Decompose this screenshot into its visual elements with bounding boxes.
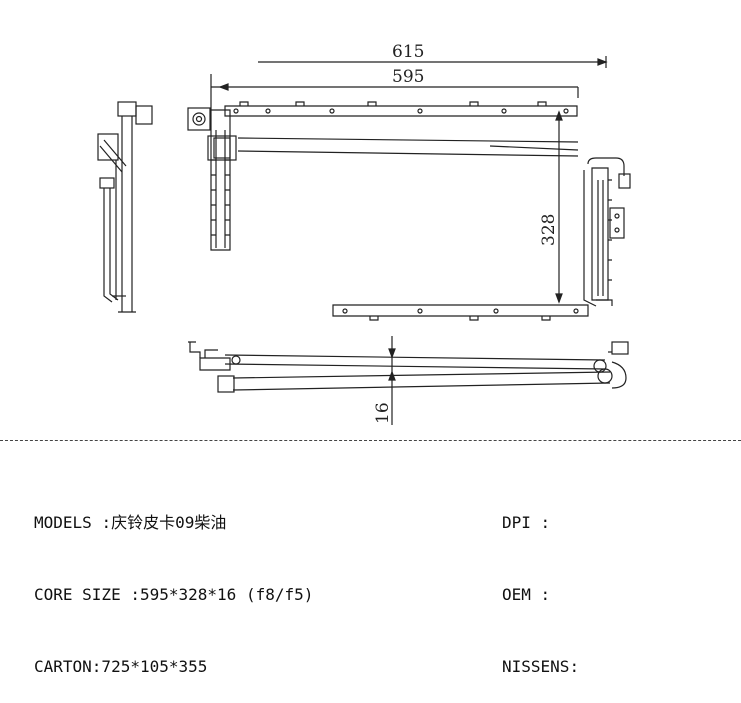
dimension-328-label: 328 bbox=[539, 214, 559, 246]
carton-label: CARTON bbox=[34, 657, 92, 676]
models-label: MODELS bbox=[34, 513, 92, 532]
oem-row: OEM : bbox=[502, 583, 579, 607]
dimension-328 bbox=[555, 110, 563, 304]
side-view bbox=[97, 101, 153, 313]
front-view bbox=[187, 101, 631, 321]
condenser-technical-drawing: 615 595 328 16 bbox=[97, 42, 631, 425]
oem-value: : bbox=[540, 585, 551, 604]
dimension-16-label: 16 bbox=[373, 402, 393, 424]
oem-label: OEM bbox=[502, 585, 531, 604]
models-row: MODELS :庆铃皮卡09柴油 bbox=[34, 511, 313, 535]
dpi-label: DPI bbox=[502, 513, 531, 532]
dimension-595 bbox=[210, 74, 579, 110]
dpi-value: : bbox=[540, 513, 551, 532]
dimension-615 bbox=[258, 56, 608, 68]
models-value: :庆铃皮卡09柴油 bbox=[101, 513, 227, 532]
nissens-label: NISSENS bbox=[502, 657, 570, 676]
dimension-595-label: 595 bbox=[392, 67, 424, 87]
dpi-row: DPI : bbox=[502, 511, 579, 535]
carton-row: CARTON:725*105*355 bbox=[34, 655, 313, 679]
reference-block: DPI : OEM : NISSENS: bbox=[502, 463, 579, 703]
core-size-label: CORE SIZE bbox=[34, 585, 121, 604]
core-size-value: :595*328*16 (f8/f5) bbox=[130, 585, 314, 604]
carton-value: :725*105*355 bbox=[91, 657, 208, 676]
nissens-value: : bbox=[569, 657, 580, 676]
dimension-615-label: 615 bbox=[392, 42, 424, 62]
core-size-row: CORE SIZE :595*328*16 (f8/f5) bbox=[34, 583, 313, 607]
spec-block: MODELS :庆铃皮卡09柴油 CORE SIZE :595*328*16 (… bbox=[34, 463, 313, 703]
bottom-view bbox=[188, 341, 629, 393]
section-divider bbox=[0, 440, 741, 441]
nissens-row: NISSENS: bbox=[502, 655, 579, 679]
